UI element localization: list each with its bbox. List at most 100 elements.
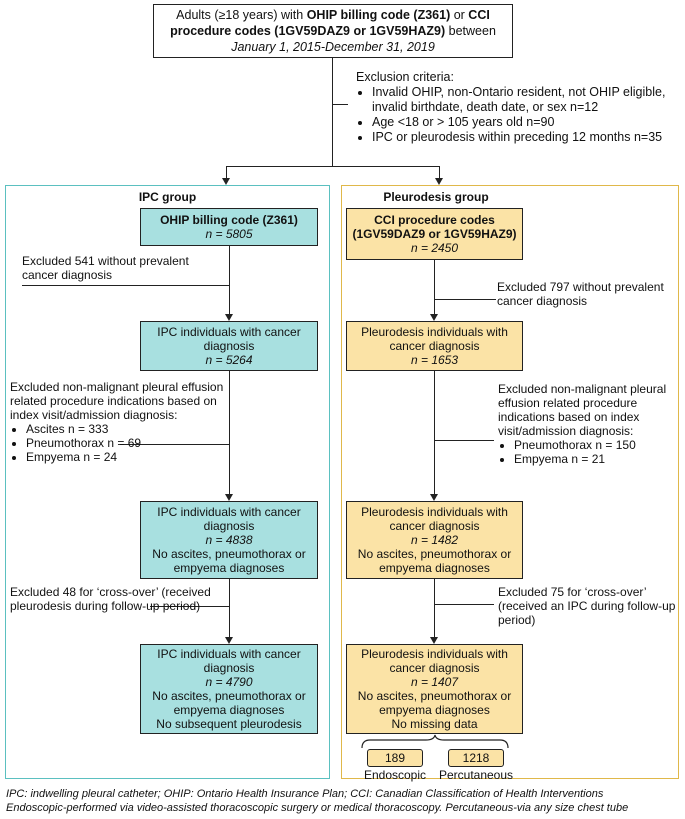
footnote-abbreviations: IPC: indwelling pleural catheter; OHIP: …: [6, 788, 604, 800]
pleurodesis-box-4: Pleurodesis individuals with cancer diag…: [346, 644, 523, 734]
ipc-box-4-n: n = 4790: [205, 675, 253, 689]
ipc-box-2-line: IPC individuals with cancer: [157, 325, 301, 339]
ipc-box-3-line: IPC individuals with cancer: [157, 505, 301, 519]
connector: [434, 260, 436, 316]
exclusion-item: IPC or pleurodesis within preceding 12 m…: [372, 130, 684, 145]
endoscopic-count: 189: [367, 749, 423, 767]
pleurodesis-box-2: Pleurodesis individuals with cancer diag…: [346, 321, 523, 371]
top-date-range: January 1, 2015-December 31, 2019: [231, 40, 435, 54]
pleurodesis-exclusion-2-item: Pneumothorax n = 150: [514, 438, 678, 452]
arrow-head: [222, 178, 230, 185]
ipc-box-1-n: n = 5805: [205, 227, 253, 241]
ipc-box-3-line: empyema diagnoses: [173, 561, 285, 575]
ipc-exclusion-2: Excluded non-malignant pleural effusion …: [10, 380, 225, 464]
exclusion-item: Age <18 or > 105 years old n=90: [372, 115, 684, 130]
exclusion-title: Exclusion criteria:: [356, 70, 454, 84]
top-line-2: procedure codes (1GV59DAZ9 or 1GV59HAZ9)…: [154, 23, 512, 39]
ipc-box-1-title: OHIP billing code (Z361): [160, 213, 298, 227]
endoscopic-label: Endoscopic: [363, 768, 427, 782]
connector: [439, 166, 441, 180]
pleurodesis-box-2-line: cancer diagnosis: [389, 339, 480, 353]
ipc-box-3-line: No ascites, pneumothorax or: [152, 547, 306, 561]
ipc-box-4-line: No ascites, pneumothorax or: [152, 689, 306, 703]
ipc-exclusion-2-item: Empyema n = 24: [26, 450, 225, 464]
connector: [332, 58, 334, 166]
connector: [22, 285, 229, 287]
ipc-exclusion-3: Excluded 48 for ‘cross-over’ (received p…: [10, 585, 211, 613]
pleurodesis-box-4-line: empyema diagnoses: [379, 703, 490, 717]
connector: [434, 299, 496, 301]
pleurodesis-box-3-line: Pleurodesis individuals with: [361, 505, 508, 519]
ipc-box-4-line: IPC individuals with cancer: [157, 647, 301, 661]
pleurodesis-box-3-line: empyema diagnoses: [379, 561, 490, 575]
pleurodesis-exclusion-2-list: Pneumothorax n = 150 Empyema n = 21: [498, 438, 678, 466]
pleurodesis-box-4-n: n = 1407: [410, 675, 459, 689]
pleurodesis-box-3-line: cancer diagnosis: [389, 519, 480, 533]
pleurodesis-box-3-line: No ascites, pneumothorax or: [357, 547, 512, 561]
ipc-exclusion-2-list: Ascites n = 333 Pneumothorax n = 69 Empy…: [10, 422, 225, 464]
ipc-box-2: IPC individuals with cancer diagnosis n …: [140, 321, 318, 371]
split-brace: [361, 734, 509, 749]
pleurodesis-box-2-n: n = 1653: [410, 353, 459, 367]
pleurodesis-exclusion-3: Excluded 75 for ‘cross-over’ (received a…: [498, 585, 676, 627]
ipc-box-4-line: empyema diagnoses: [173, 703, 285, 717]
connector: [226, 166, 439, 168]
pleurodesis-box-1-n: n = 2450: [410, 241, 459, 255]
pleurodesis-box-2-line: Pleurodesis individuals with: [361, 325, 508, 339]
pleurodesis-box-4-line: cancer diagnosis: [389, 661, 480, 675]
top-line-1: Adults (≥18 years) with OHIP billing cod…: [154, 7, 512, 23]
ipc-box-3-n: n = 4838: [205, 533, 253, 547]
top-bold-codes: procedure codes (1GV59DAZ9 or 1GV59HAZ9): [170, 24, 446, 38]
arrow-head: [225, 637, 233, 644]
arrow-head: [430, 494, 438, 501]
connector: [120, 444, 229, 446]
exclusion-item: Invalid OHIP, non-Ontario resident, not …: [372, 85, 684, 115]
pleurodesis-box-1-title: (1GV59DAZ9 or 1GV59HAZ9): [352, 227, 517, 241]
connector: [434, 371, 436, 495]
top-text: Adults (≥18 years) with: [176, 8, 307, 22]
footnote-definitions: Endoscopic-performed via video-assisted …: [6, 802, 629, 814]
pleurodesis-box-3-n: n = 1482: [410, 533, 459, 547]
percutaneous-label: Percutaneous: [438, 768, 514, 782]
top-box: Adults (≥18 years) with OHIP billing cod…: [153, 4, 513, 58]
connector: [434, 440, 494, 442]
pleurodesis-box-4-line: No missing data: [391, 717, 478, 731]
pleurodesis-group-title: Pleurodesis group: [383, 190, 489, 204]
connector: [229, 579, 231, 638]
top-bold-cci: CCI: [468, 8, 490, 22]
arrow-head: [430, 637, 438, 644]
pleurodesis-exclusion-1: Excluded 797 without prevalent cancer di…: [497, 280, 664, 308]
pleurodesis-exclusion-2-item: Empyema n = 21: [514, 452, 678, 466]
ipc-exclusion-2-item: Ascites n = 333: [26, 422, 225, 436]
ipc-box-2-n: n = 5264: [205, 353, 253, 367]
ipc-box-3-line: diagnosis: [203, 519, 255, 533]
connector: [434, 604, 494, 606]
arrow-head: [225, 314, 233, 321]
exclusion-criteria: Exclusion criteria: Invalid OHIP, non-On…: [356, 70, 684, 145]
connector: [229, 246, 231, 316]
ipc-group: [5, 185, 330, 779]
top-text-or: or: [450, 8, 469, 22]
pleurodesis-box-1: CCI procedure codes (1GV59DAZ9 or 1GV59H…: [346, 208, 523, 260]
arrow-head: [225, 494, 233, 501]
connector: [150, 606, 229, 608]
top-text-between: between: [445, 24, 496, 38]
ipc-box-4: IPC individuals with cancer diagnosis n …: [140, 644, 318, 734]
connector: [226, 166, 228, 180]
ipc-exclusion-1: Excluded 541 without prevalent cancer di…: [22, 254, 189, 282]
connector: [229, 371, 231, 495]
ipc-exclusion-2-text: Excluded non-malignant pleural effusion …: [10, 380, 224, 422]
pleurodesis-box-4-line: Pleurodesis individuals with: [361, 647, 508, 661]
arrow-head: [430, 314, 438, 321]
pleurodesis-box-4-line: No ascites, pneumothorax or: [357, 689, 512, 703]
ipc-box-2-line: diagnosis: [203, 339, 255, 353]
ipc-box-3: IPC individuals with cancer diagnosis n …: [140, 501, 318, 579]
connector: [434, 579, 436, 638]
percutaneous-count: 1218: [448, 749, 504, 767]
ipc-box-4-line: diagnosis: [203, 661, 255, 675]
ipc-box-1: OHIP billing code (Z361) n = 5805: [140, 208, 318, 246]
arrow-head: [435, 178, 443, 185]
pleurodesis-exclusion-2-text: Excluded non-malignant pleural effusion …: [498, 382, 667, 438]
exclusion-list: Invalid OHIP, non-Ontario resident, not …: [356, 85, 684, 145]
ipc-exclusion-2-item: Pneumothorax n = 69: [26, 436, 225, 450]
